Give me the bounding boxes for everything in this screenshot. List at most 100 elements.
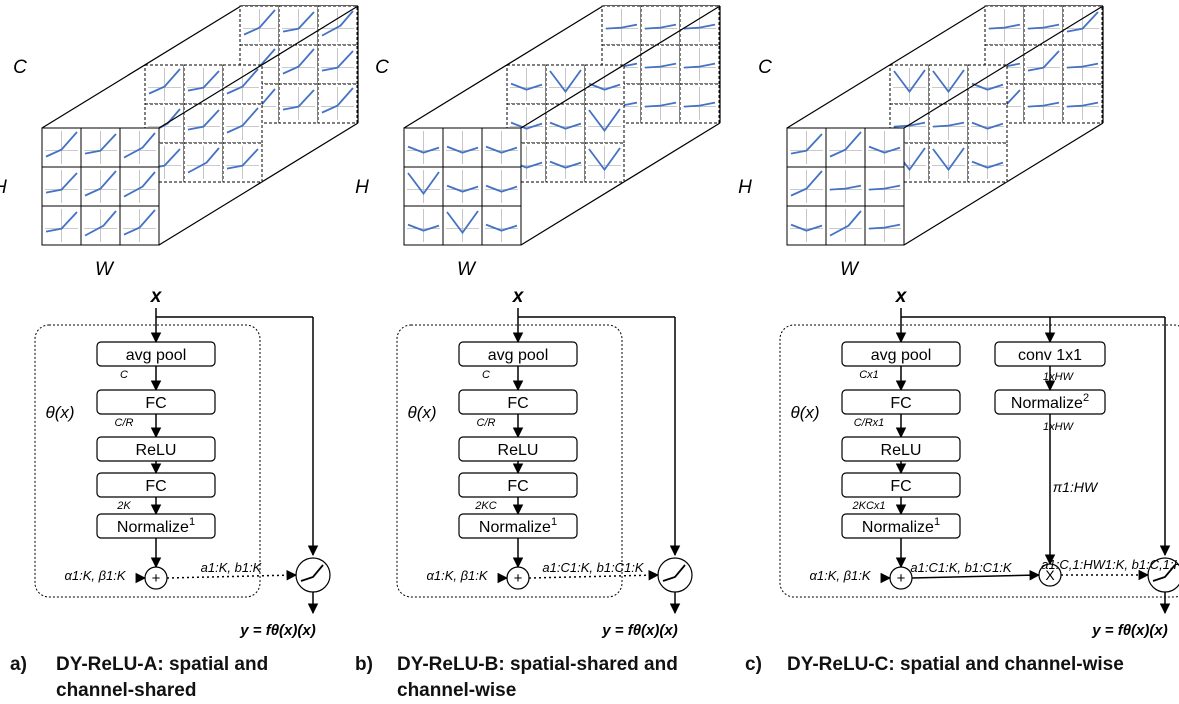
output-y: y = fθ(x)(x) [239,622,315,639]
relu-curve [588,147,621,172]
block-label: ReLU [881,442,922,459]
dotted-arrow [528,569,660,581]
theta-box [779,324,1179,598]
relu-curve [1027,50,1060,72]
block-label: Normalize1 [862,516,940,536]
coef-right: a1:K, b1:K [201,560,263,575]
block-label: FC [890,395,911,412]
axis-label-h: H [738,177,752,198]
relu-curve [148,68,181,95]
relu-curve [45,211,78,233]
caption-letter: b) [355,654,373,675]
tensor-edge [158,5,359,129]
relu-curve [84,170,117,197]
relu-curve [485,145,518,154]
relu-glyph [1152,564,1176,582]
tensor-edge [520,5,721,129]
tensor-edge [41,5,242,129]
caption-c: c)DY-ReLU-C: spatial and channel-wise [745,652,1124,678]
block-label: conv 1x1 [1018,347,1082,364]
block-label: FC [145,478,166,495]
output-y: y = fθ(x)(x) [601,622,677,639]
tensor-edge [158,122,359,246]
relu-curve [226,107,259,134]
superscript: 1 [551,516,557,528]
caption-line: DY-ReLU-A: spatial and [56,654,269,675]
relu-curve [321,87,354,114]
relu-curve [510,121,543,130]
caption-line: channel-shared [56,680,197,701]
relu-curve [226,68,259,95]
relu-curve [446,145,479,154]
axis-label-c: C [375,57,389,78]
relu-curve [407,171,440,196]
block-label: Normalize1 [117,516,195,536]
relu-curve [1027,23,1060,30]
relu-curve [549,160,582,169]
relu-curve [644,23,677,30]
block-label: FC [507,478,528,495]
relu-curve [868,184,901,191]
arrow [911,569,1041,581]
relu-glyph [662,564,686,582]
edge-label: C/R [477,417,496,429]
relu-curve [971,121,1004,130]
relu-curve [1066,101,1099,108]
relu-glyph [300,564,324,582]
relu-curve [123,171,156,198]
relu-curve [893,69,926,94]
axis-label-w: W [457,259,477,280]
relu-curve [187,109,220,131]
axis-label-c: C [13,57,27,78]
relu-curve [868,145,901,154]
relu-curve [1066,62,1099,69]
relu-curve [829,184,862,191]
superscript: 2 [1083,392,1089,404]
relu-curve [605,23,638,30]
relu-curve [282,89,315,111]
relu-curve [790,133,823,155]
relu-curve [588,82,621,91]
block-label: avg pool [871,347,932,364]
relu-node [657,557,693,593]
tensor-edge [786,5,987,129]
relu-curve [446,184,479,193]
pi-label: π1:HW [1053,479,1099,495]
relu-curve [829,210,862,237]
edge-label: C/R [115,417,134,429]
relu-curve [45,172,78,194]
relu-curve [988,23,1021,30]
tensor-edge [903,5,1104,129]
caption-line: channel-wise [397,680,517,701]
relu-curve [226,148,259,170]
relu-curve [893,121,926,128]
relu-curve [683,62,716,69]
relu-curve [485,223,518,232]
theta-label: θ(x) [790,403,819,422]
edge-label: 2K [116,500,131,512]
relu-curve [84,133,117,155]
coef-right: a1:C,1:HW1:K, b1:C,1:HW1:K [1041,557,1179,572]
block-label: FC [507,395,528,412]
relu-curve [790,223,823,232]
theta-box [34,324,261,598]
relu-curve [549,121,582,130]
relu-curve [1066,11,1099,33]
block-label: ReLU [136,442,177,459]
relu-curve [932,69,965,94]
block-label: Normalize2 [1011,392,1089,412]
edge-label: 1xHW [1043,371,1075,383]
block-label: FC [145,395,166,412]
relu-curve [407,145,440,154]
relu-curve [510,82,543,91]
dotted-arrow [166,569,298,581]
theta-box [396,324,623,598]
relu-curve [549,69,582,94]
block-label: FC [890,478,911,495]
relu-curve [683,23,716,30]
coef-mid: a1:C1:K, b1:C1:K [910,560,1012,575]
relu-curve [644,62,677,69]
coef-right: a1:C1:K, b1:C1:K [542,560,644,575]
times-label: X [1045,567,1055,583]
relu-curve [123,132,156,159]
